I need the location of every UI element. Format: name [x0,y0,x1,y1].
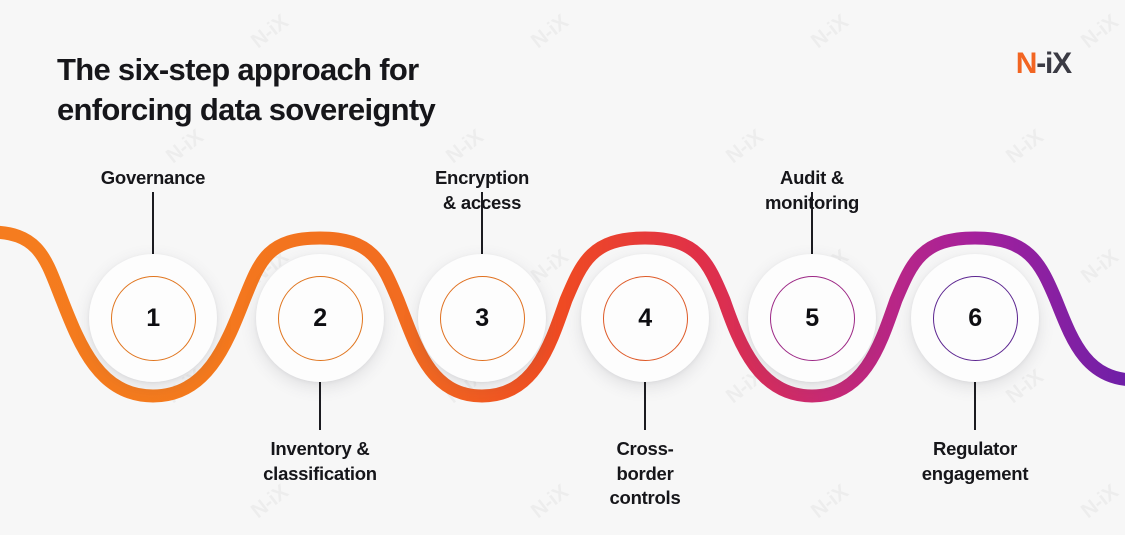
step-label-1: Governance [100,167,206,188]
step-label-3: Encryption & access [434,167,530,213]
step-connector-2 [319,382,321,430]
brand-logo-rest: -iX [1036,47,1072,80]
step-connector-4 [644,382,646,430]
step-connector-3 [481,192,483,254]
step-label-4: Cross-border controls [609,438,681,509]
brand-logo-accent: N [1015,47,1038,80]
step-label-2: Inventory & classification [263,438,377,484]
step-connector-5 [811,192,813,254]
page-title: The six-step approach for enforcing data… [57,52,436,127]
step-connector-1 [152,192,154,254]
step-connector-6 [974,382,976,430]
step-label-6: Regulator engagement [921,438,1029,484]
brand-logo: N-iX [1015,47,1072,80]
step-label-5: Audit & monitoring [764,167,860,213]
